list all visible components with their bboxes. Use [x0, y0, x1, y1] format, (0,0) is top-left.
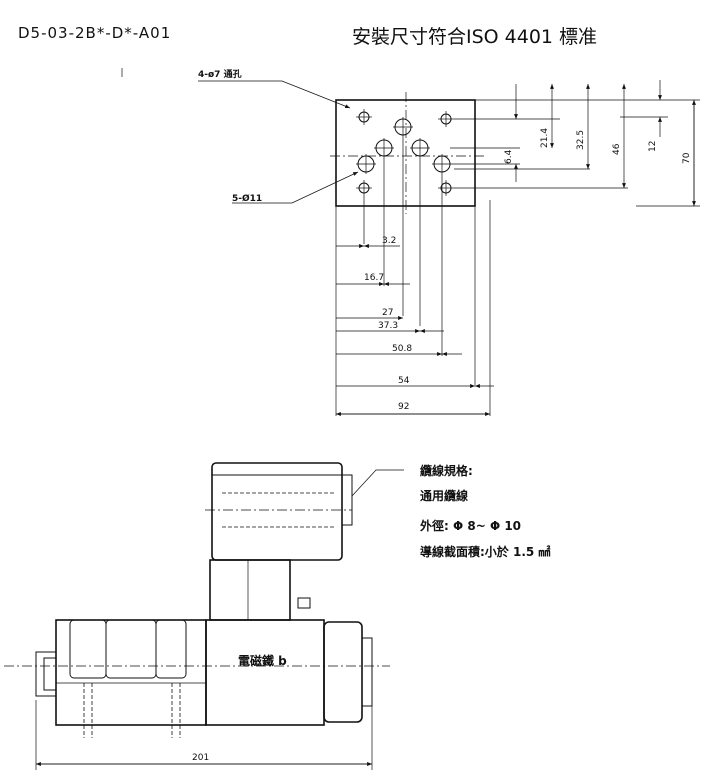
cable-conductor-area: 導線截面積:小於 1.5 ㎟ [420, 544, 550, 559]
overall-length-dim: 201 [192, 753, 209, 763]
dim-16-7: 16.7 [364, 273, 384, 283]
dim-3-2: 3.2 [382, 236, 396, 246]
dim-92: 92 [398, 402, 409, 412]
solenoid-body [205, 619, 325, 726]
dim-37-3: 37.3 [378, 321, 398, 331]
dim-12: 12 [648, 141, 658, 152]
valve-block [55, 619, 207, 726]
cable-spec-heading: 纜線規格: [420, 463, 473, 478]
solenoid-valve-side-view: 電磁鐵 b 201 纜線規格: 通用纜線 外徑: Φ 8~ Φ 10 導線截面積… [4, 462, 550, 770]
solenoid-label: 電磁鐵 b [238, 653, 287, 668]
mounting-face-view: 4-ø7 通孔 5-Ø11 3.2 16.7 27 37.3 5 [198, 68, 700, 416]
dim-32-5: 32.5 [576, 130, 586, 150]
through-hole-callout: 4-ø7 通孔 [198, 68, 242, 80]
dim-6-4: 6.4 [504, 149, 514, 164]
model-number: D5-03-2B*-D*-A01 [18, 24, 171, 42]
valve-body-outline [335, 99, 476, 207]
coil-neck [209, 559, 291, 621]
port-callout: 5-Ø11 [232, 193, 262, 204]
horizontal-dimensions: 3.2 16.7 27 37.3 50.8 54 92 [336, 236, 494, 416]
through-hole-group [356, 109, 454, 196]
solenoid-end-cap [323, 621, 363, 723]
dim-46: 46 [612, 143, 622, 155]
cable-gland [341, 474, 353, 526]
connector-housing [211, 462, 343, 561]
vertical-dimensions: 6.4 21.4 32.5 46 12 70 [504, 80, 696, 206]
cable-type: 通用纜線 [420, 488, 468, 503]
dim-70: 70 [682, 152, 692, 164]
standard-note: 安裝尺寸符合ISO 4401 標准 [352, 26, 597, 48]
manual-override [35, 651, 57, 697]
dim-50-8: 50.8 [392, 344, 412, 354]
dim-27: 27 [382, 308, 393, 318]
dim-21-4: 21.4 [540, 128, 550, 148]
dim-54: 54 [398, 376, 410, 386]
cable-outer-diameter: 外徑: Φ 8~ Φ 10 [420, 518, 521, 533]
port-group [356, 117, 452, 174]
